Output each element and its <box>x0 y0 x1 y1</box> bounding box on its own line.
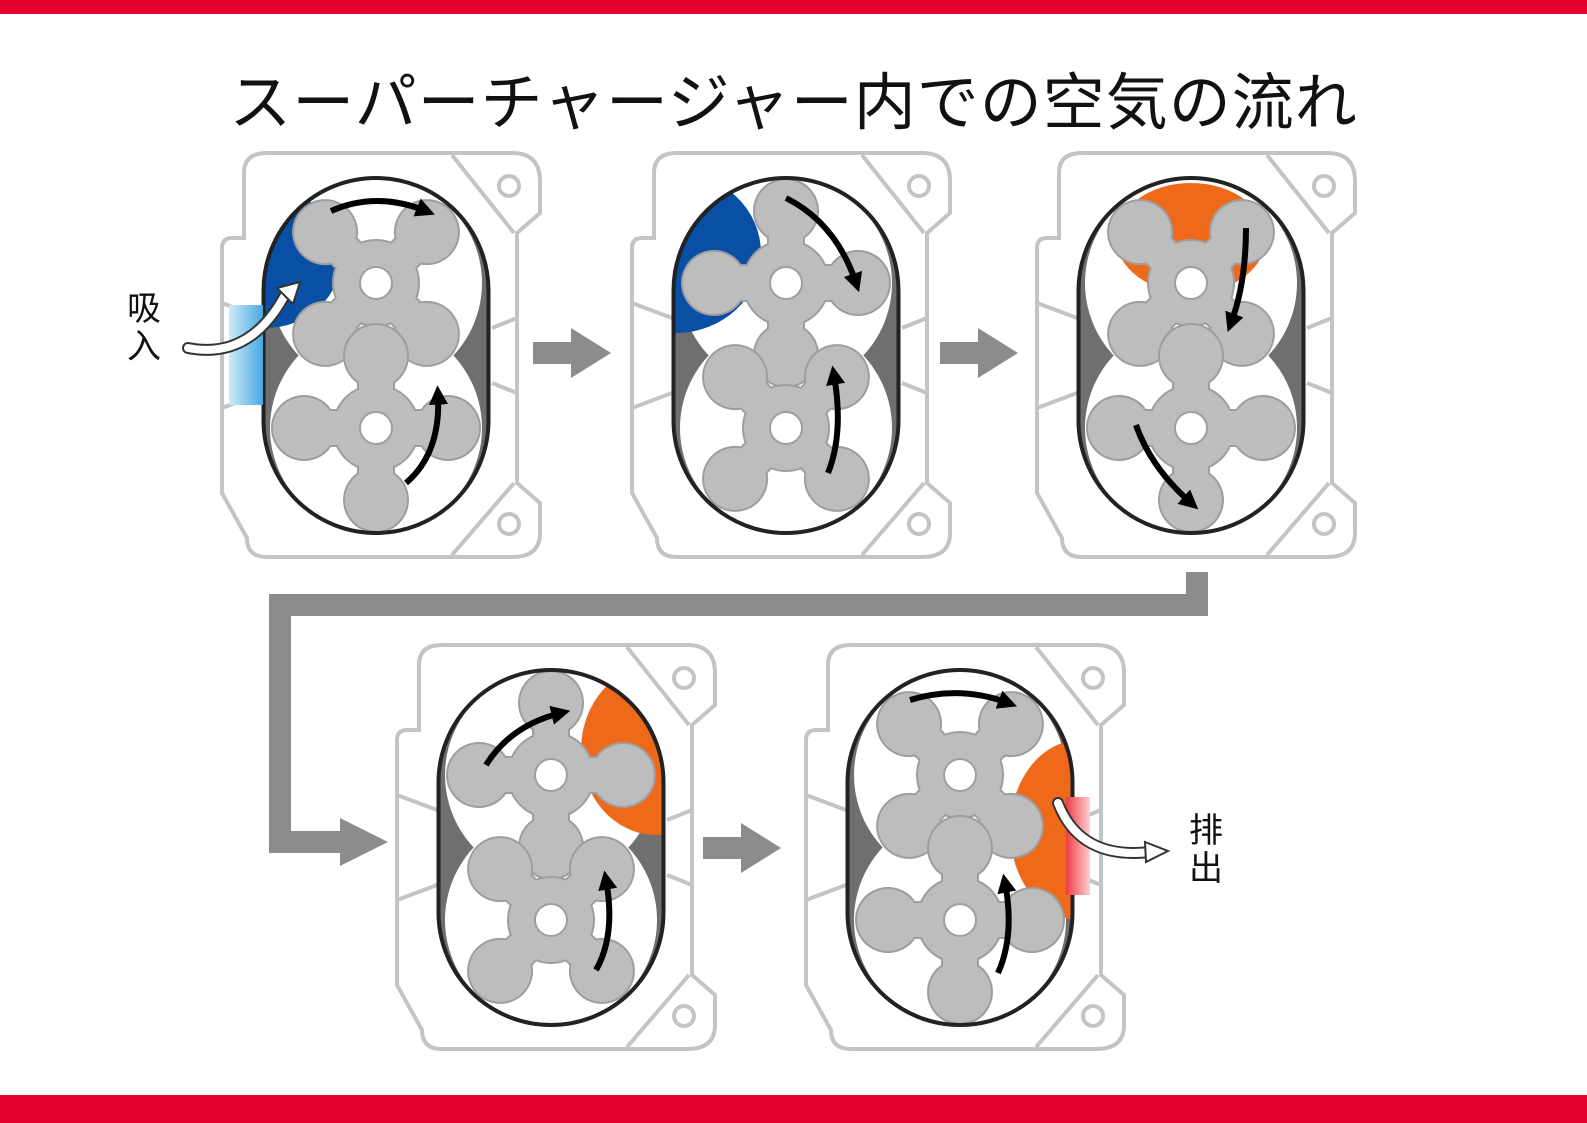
exhaust-arrow <box>1054 799 1154 857</box>
upper-rotation-arrow <box>483 705 571 767</box>
rotor-shaft-hole <box>359 266 393 300</box>
chamber-outline <box>436 668 666 1027</box>
rotor-shaft-hole <box>943 758 977 792</box>
housing-rib <box>1036 153 1333 557</box>
upper-rotation-arrow <box>329 198 435 217</box>
rotor-chamber <box>263 177 489 533</box>
intake-label-line1: 吸 <box>127 289 161 329</box>
stage-4-panel <box>395 643 717 1051</box>
rotor-shaft-hole <box>359 411 393 445</box>
rotor-chamber <box>438 669 664 1025</box>
intake-arrowhead <box>275 280 302 306</box>
upper-rotor <box>681 178 891 388</box>
bolt-hole-top <box>672 666 696 690</box>
bolt-hole-top <box>907 174 931 198</box>
bottom-red-border <box>0 1095 1587 1123</box>
air-pocket-exhaust <box>1010 740 1073 920</box>
intake-arrow <box>184 291 289 354</box>
bolt-hole-bottom <box>497 512 521 536</box>
exhaust-label: 排 出 <box>1186 812 1226 888</box>
exhaust-arrowhead <box>1143 840 1171 864</box>
stage-3-panel <box>1035 151 1357 559</box>
chamber-outline <box>261 176 491 535</box>
rotor-shaft-hole <box>1174 266 1208 300</box>
intake-label: 吸 入 <box>124 290 164 366</box>
lower-rotation-arrow <box>825 365 846 475</box>
rotor-shaft-hole <box>943 903 977 937</box>
rotor-chamber <box>847 669 1073 1025</box>
lower-rotor <box>855 815 1065 1025</box>
housing-rib <box>631 153 928 557</box>
lower-rotor <box>467 836 635 1004</box>
flow-arrow-4-to-5 <box>703 823 781 873</box>
diagram-title: スーパーチャージャー内での空気の流れ <box>229 66 1358 139</box>
upper-rotation-arrow <box>1225 227 1249 332</box>
bolt-hole-top <box>1081 666 1105 690</box>
lower-rotation-arrow <box>995 873 1017 975</box>
intake-port <box>229 305 263 405</box>
housing-rib <box>396 645 693 1049</box>
flow-connector-arrowhead <box>340 818 388 866</box>
lower-rotation-arrow <box>593 870 618 972</box>
lower-rotation-arrow <box>404 385 449 486</box>
bolt-hole-top <box>497 174 521 198</box>
lower-rotor <box>1086 323 1296 533</box>
housing-rib <box>805 645 1102 1049</box>
intake-label-line2: 入 <box>127 327 161 367</box>
rotor-chamber <box>673 177 899 533</box>
exhaust-label-line1: 排 <box>1189 811 1223 851</box>
upper-rotation-arrow <box>909 690 1017 709</box>
rotor-lobe <box>1109 201 1172 264</box>
rotor-shaft-hole <box>1174 411 1208 445</box>
upper-rotation-arrow <box>784 195 863 293</box>
stage-1-panel <box>220 151 542 559</box>
bolt-hole-bottom <box>907 512 931 536</box>
lower-rotation-arrow <box>1133 424 1199 510</box>
chamber-outline <box>671 176 901 535</box>
upper-rotor <box>1107 199 1275 367</box>
flow-connector-3-to-4 <box>269 572 1208 853</box>
rotor-arm <box>363 270 439 346</box>
bolt-hole-bottom <box>672 1004 696 1028</box>
top-red-border <box>0 0 1587 14</box>
rotor-chamber <box>1078 177 1304 533</box>
flow-arrow-1-to-2 <box>533 328 611 378</box>
rotor-shaft-hole <box>534 903 568 937</box>
exhaust-label-line2: 出 <box>1189 849 1223 889</box>
rotor-shaft-hole <box>769 266 803 300</box>
bolt-hole-top <box>1312 174 1336 198</box>
chamber-outline <box>845 668 1075 1027</box>
lower-rotor <box>702 344 870 512</box>
chamber-outline <box>1076 176 1306 535</box>
rotor-shaft-hole <box>769 411 803 445</box>
stage-2-panel <box>630 151 952 559</box>
bolt-hole-bottom <box>1081 1004 1105 1028</box>
upper-rotor <box>876 691 1044 859</box>
rotor-shaft-hole <box>534 758 568 792</box>
flow-arrow-2-to-3 <box>940 328 1018 378</box>
upper-rotor <box>292 199 460 367</box>
bolt-hole-bottom <box>1312 512 1336 536</box>
stage-5-panel <box>804 643 1126 1051</box>
